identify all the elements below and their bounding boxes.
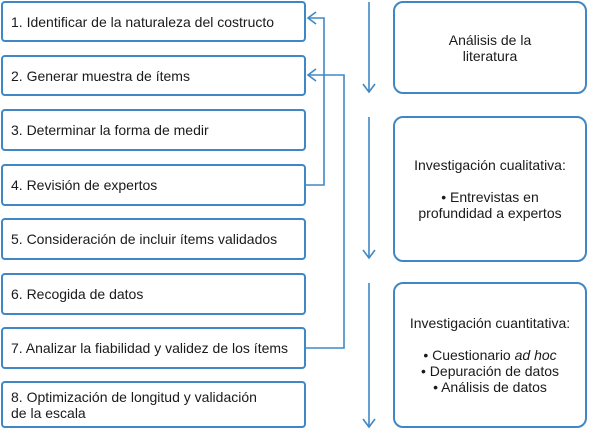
step-4-label: 4. Revisión de expertos xyxy=(11,177,158,193)
step-1-box: 1. Identificar de la naturaleza del cost… xyxy=(1,1,306,42)
quantitative-bullet-questionnaire: • Cuestionario ad hoc xyxy=(423,347,556,363)
literature-analysis-title: Análisis de la literatura xyxy=(448,31,532,64)
quantitative-research-box: Investigación cuantitativa: • Cuestionar… xyxy=(393,282,587,428)
step-2-box: 2. Generar muestra de ítems xyxy=(1,55,306,96)
step-3-box: 3. Determinar la forma de medir xyxy=(1,109,306,151)
step-2-label: 2. Generar muestra de ítems xyxy=(11,67,190,84)
step-5-box: 5. Consideración de incluir ítems valida… xyxy=(1,218,306,260)
literature-analysis-box: Análisis de la literatura xyxy=(393,1,587,94)
step-4-box: 4. Revisión de expertos xyxy=(1,164,306,206)
step-8-label: 8. Optimización de longitud y validación… xyxy=(11,388,257,421)
step-5-label: 5. Consideración de incluir ítems valida… xyxy=(11,231,278,247)
step-8-box: 8. Optimización de longitud y validación… xyxy=(1,381,306,428)
feedback-step7-to-step2 xyxy=(306,74,345,349)
qualitative-research-title: Investigación cualitativa: xyxy=(414,157,566,173)
questionnaire-text: • Cuestionario xyxy=(423,347,515,363)
feedback-step4-arrowhead xyxy=(306,11,317,25)
quantitative-bullet-data-cleaning: • Depuración de datos xyxy=(421,363,559,379)
step-6-label: 6. Recogida de datos xyxy=(11,286,144,302)
feedback-step7-arrowhead xyxy=(306,68,317,82)
quantitative-research-title: Investigación cuantitativa: xyxy=(409,315,571,331)
step-6-box: 6. Recogida de datos xyxy=(1,273,306,315)
step-7-label: 7. Analizar la fiabilidad y validez de l… xyxy=(11,340,289,356)
phase-1-arrowhead xyxy=(362,83,376,94)
step-1-label: 1. Identificar de la naturaleza del cost… xyxy=(11,13,275,30)
qualitative-research-box: Investigación cualitativa: • Entrevistas… xyxy=(393,116,587,262)
step-3-label: 3. Determinar la forma de medir xyxy=(11,122,209,138)
quantitative-bullet-data-analysis: • Análisis de datos xyxy=(433,379,547,395)
qualitative-bullet-interviews: • Entrevistas en profundidad a expertos xyxy=(418,189,562,221)
step-7-box: 7. Analizar la fiabilidad y validez de l… xyxy=(1,327,306,369)
phase-2-arrowhead xyxy=(362,249,376,260)
feedback-step4-to-step1 xyxy=(306,17,325,186)
phase-3-arrowhead xyxy=(362,418,376,429)
ad-hoc-text: ad hoc xyxy=(514,347,557,363)
